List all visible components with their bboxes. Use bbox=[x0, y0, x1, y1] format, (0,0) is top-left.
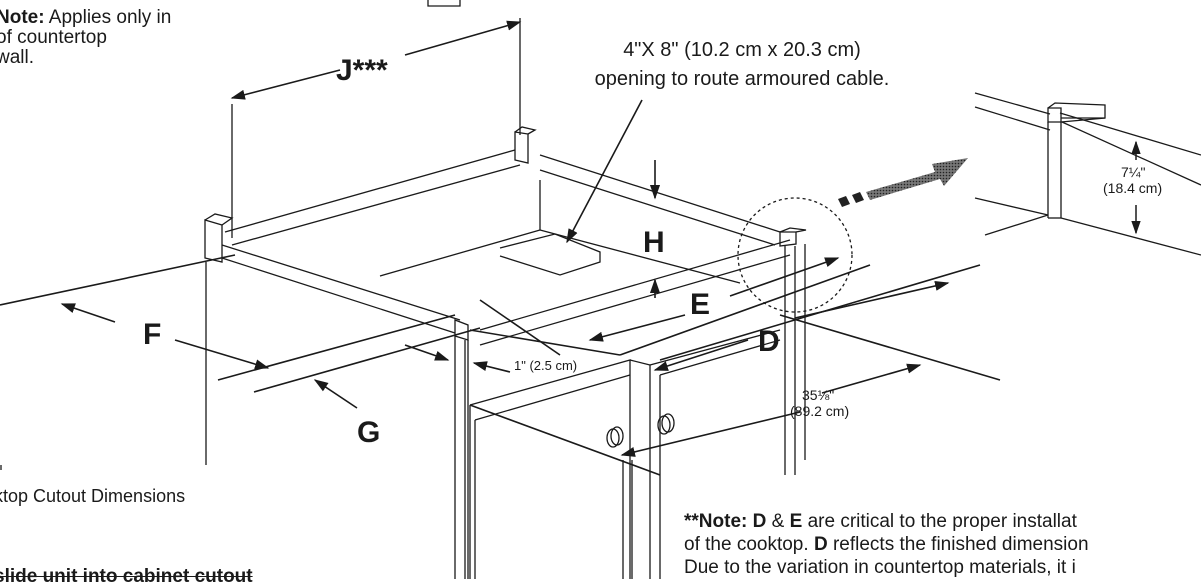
label-h: H bbox=[643, 226, 665, 259]
label-j: J*** bbox=[336, 54, 388, 87]
detail-pointer-arrow bbox=[838, 158, 968, 207]
note-line2: of countertop bbox=[0, 27, 107, 48]
note-br-line2a: of the cooktop. bbox=[684, 534, 809, 555]
label-35-in: 35⅛" bbox=[802, 387, 835, 403]
note-bottom-right: **Note: D & E are critical to the proper… bbox=[684, 510, 1089, 579]
label-f: F bbox=[143, 318, 162, 351]
note-br-amp: & bbox=[771, 511, 785, 532]
note-br-line1: are critical to the proper installat bbox=[807, 511, 1077, 532]
dimension-lines bbox=[0, 20, 1001, 476]
label-d: D bbox=[758, 325, 780, 358]
label-35-cm: (89.2 cm) bbox=[790, 403, 850, 419]
note-br-e: E bbox=[789, 511, 803, 532]
label-1-inch: 1" (2.5 cm) bbox=[514, 358, 578, 373]
slide-text: slide unit into cabinet cutout bbox=[0, 566, 253, 587]
note-top-left: Note: Applies only in of countertop wall… bbox=[0, 8, 171, 68]
opening-note: 4"X 8" (10.2 cm x 20.3 cm) opening to ro… bbox=[552, 36, 932, 94]
note-br-d: D bbox=[752, 511, 767, 532]
note-line1: Applies only in bbox=[48, 7, 172, 28]
label-7-quarter-cm: (18.4 cm) bbox=[1103, 180, 1163, 196]
caption: ktop Cutout Dimensions bbox=[0, 486, 186, 506]
opening-note-line2: opening to route armoured cable. bbox=[594, 68, 890, 90]
note-br-line2-rest: reflects the finished dimension bbox=[832, 534, 1089, 555]
note-label: Note: bbox=[0, 7, 45, 28]
label-7-quarter-in: 7¼" bbox=[1121, 164, 1146, 180]
label-g: G bbox=[357, 416, 381, 449]
note-br-line3: Due to the variation in countertop mater… bbox=[684, 557, 1076, 578]
label-e: E bbox=[690, 288, 711, 321]
detail-callout bbox=[737, 92, 1201, 313]
note-br-line2-d: D bbox=[813, 534, 828, 555]
note-br-prefix: **Note: bbox=[684, 511, 748, 532]
note-line3: wall. bbox=[0, 47, 35, 68]
opening-note-line1: 4"X 8" (10.2 cm x 20.3 cm) bbox=[623, 39, 861, 61]
